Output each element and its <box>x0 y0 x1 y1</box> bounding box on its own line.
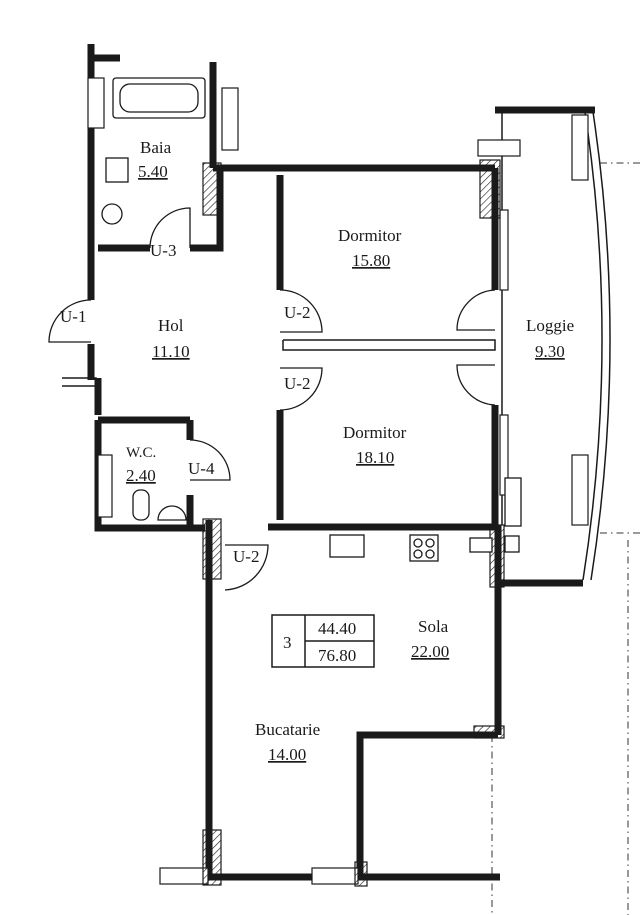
room-area-sola: 22.00 <box>411 642 449 661</box>
room-name-hol: Hol <box>158 316 184 335</box>
sink-icon <box>101 203 123 225</box>
room-area-loggie: 9.30 <box>535 342 565 361</box>
loggie-sink-icon <box>504 477 522 527</box>
room-name-wc: W.C. <box>126 445 156 461</box>
door-label-u2-mid: U-2 <box>284 374 310 393</box>
room-name-sola: Sola <box>418 617 449 636</box>
room-area-wc: 2.40 <box>126 466 156 485</box>
room-name-dormitor-1: Dormitor <box>338 226 402 245</box>
room-name-bucatarie: Bucatarie <box>255 720 320 739</box>
toilet-icon <box>105 157 129 183</box>
door-swings <box>48 207 496 591</box>
living-area-value: 44.40 <box>318 619 356 638</box>
total-area-value: 76.80 <box>318 646 356 665</box>
room-area-dormitor-2: 18.10 <box>356 448 394 467</box>
door-labels: U-1 U-2 U-2 U-2 U-3 U-4 <box>60 241 310 566</box>
kitchen-sink-icon <box>329 534 365 558</box>
axis-lines <box>491 162 641 915</box>
room-name-baia: Baia <box>140 138 172 157</box>
door-label-u1: U-1 <box>60 307 86 326</box>
wc-sink-icon <box>157 505 187 521</box>
windows <box>87 77 589 885</box>
room-area-baia: 5.40 <box>138 162 168 181</box>
room-labels: Baia 5.40 Dormitor 15.80 Hol 11.10 Loggi… <box>126 138 574 764</box>
room-area-bucatarie: 14.00 <box>268 745 306 764</box>
door-label-u4: U-4 <box>188 459 215 478</box>
fixtures <box>101 77 522 562</box>
room-area-dormitor-1: 15.80 <box>352 251 390 270</box>
door-label-u2-low: U-2 <box>233 547 259 566</box>
area-summary-box: 3 44.40 76.80 <box>271 614 375 668</box>
appliance-icon <box>469 537 493 553</box>
room-name-dormitor-2: Dormitor <box>343 423 407 442</box>
door-label-u3: U-3 <box>150 241 176 260</box>
rooms-count: 3 <box>283 633 292 652</box>
wc-toilet-icon <box>132 489 150 521</box>
stove-icon <box>409 534 439 562</box>
door-label-u2-top: U-2 <box>284 303 310 322</box>
room-area-hol: 11.10 <box>152 342 190 361</box>
columns <box>202 159 505 887</box>
room-name-loggie: Loggie <box>526 316 574 335</box>
